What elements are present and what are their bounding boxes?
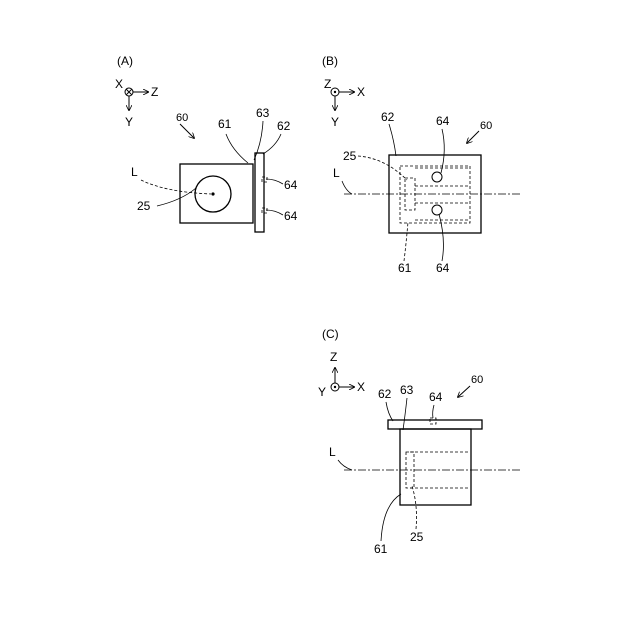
axis-label-x-c: X bbox=[357, 380, 365, 394]
axis-label-z-c: Z bbox=[330, 350, 337, 364]
label-60-c: 60 bbox=[471, 374, 483, 386]
body-61-a bbox=[180, 164, 253, 223]
label-61-b: 61 bbox=[398, 261, 412, 275]
label-62-b: 62 bbox=[381, 110, 395, 124]
axis-label-z-b: Z bbox=[324, 77, 331, 91]
arrow-60-a bbox=[180, 124, 194, 138]
label-64-a-top: 64 bbox=[284, 178, 298, 192]
axis-label-x-b: X bbox=[357, 85, 365, 99]
label-60-b: 60 bbox=[480, 120, 492, 132]
pin-64-b-top bbox=[432, 172, 442, 182]
figure-b-title: (B) bbox=[322, 54, 338, 68]
leader-L-c bbox=[338, 460, 352, 470]
axis-label-y-b: Y bbox=[331, 115, 339, 129]
leader-64-a-top bbox=[266, 179, 283, 184]
label-L-a: L bbox=[131, 165, 138, 179]
label-62-c: 62 bbox=[378, 387, 392, 401]
leader-61-c bbox=[381, 494, 401, 541]
pin-64-b-bottom bbox=[432, 205, 442, 215]
out-of-page-icon bbox=[331, 88, 339, 96]
figure-a-axes: X Z Y bbox=[115, 77, 158, 129]
label-L-c: L bbox=[329, 445, 336, 459]
label-64-c: 64 bbox=[429, 390, 443, 404]
figure-b-axes: Z X Y bbox=[324, 77, 365, 129]
label-25-c: 25 bbox=[410, 530, 424, 544]
label-25-a: 25 bbox=[137, 199, 151, 213]
label-64-b-bottom: 64 bbox=[436, 261, 450, 275]
figure-c-axes: Z Y X bbox=[318, 350, 365, 399]
plate-62-a bbox=[255, 153, 264, 232]
leader-62-c bbox=[386, 402, 393, 421]
label-63-a: 63 bbox=[256, 106, 270, 120]
label-61-c: 61 bbox=[374, 542, 388, 556]
label-L-b: L bbox=[333, 166, 340, 180]
axis-label-z: Z bbox=[151, 85, 158, 99]
arrow-60-c bbox=[458, 386, 470, 397]
figure-a: (A) X Z Y 60 61 63 bbox=[115, 54, 298, 232]
out-of-page-icon-c bbox=[331, 383, 339, 391]
figure-c: (C) Z Y X 60 62 63 64 bbox=[318, 327, 520, 556]
label-62-a: 62 bbox=[277, 119, 291, 133]
label-64-a-bottom: 64 bbox=[284, 209, 298, 223]
figure-b: (B) Z X Y 60 62 bbox=[322, 54, 520, 275]
leader-64-c bbox=[433, 405, 434, 418]
label-63-c: 63 bbox=[400, 383, 414, 397]
leader-64-b-bottom bbox=[439, 214, 443, 261]
axis-label-y: Y bbox=[125, 115, 133, 129]
leader-L-b bbox=[342, 181, 352, 194]
leader-64-a-bottom bbox=[266, 210, 283, 215]
axis-label-y-c: Y bbox=[318, 385, 326, 399]
arrow-60-b bbox=[467, 131, 479, 143]
leader-61-b bbox=[404, 222, 408, 261]
leader-62-b bbox=[389, 124, 396, 156]
axis-label-x: X bbox=[115, 77, 123, 91]
leader-L-a bbox=[141, 180, 211, 194]
into-page-icon bbox=[125, 88, 133, 96]
figure-c-title: (C) bbox=[322, 327, 339, 341]
body-61-c bbox=[400, 429, 471, 505]
plate-62-c bbox=[388, 420, 482, 429]
label-25-b: 25 bbox=[343, 149, 357, 163]
axis-point-a bbox=[211, 192, 214, 195]
leader-62-a bbox=[263, 134, 281, 154]
label-60-a: 60 bbox=[176, 112, 188, 124]
leader-25-c bbox=[412, 486, 417, 529]
leader-63-c bbox=[403, 398, 407, 430]
leader-61-a bbox=[226, 134, 248, 163]
label-61-a: 61 bbox=[218, 117, 232, 131]
figure-a-title: (A) bbox=[117, 54, 133, 68]
pin-64-c bbox=[430, 418, 436, 424]
label-64-b-top: 64 bbox=[436, 114, 450, 128]
